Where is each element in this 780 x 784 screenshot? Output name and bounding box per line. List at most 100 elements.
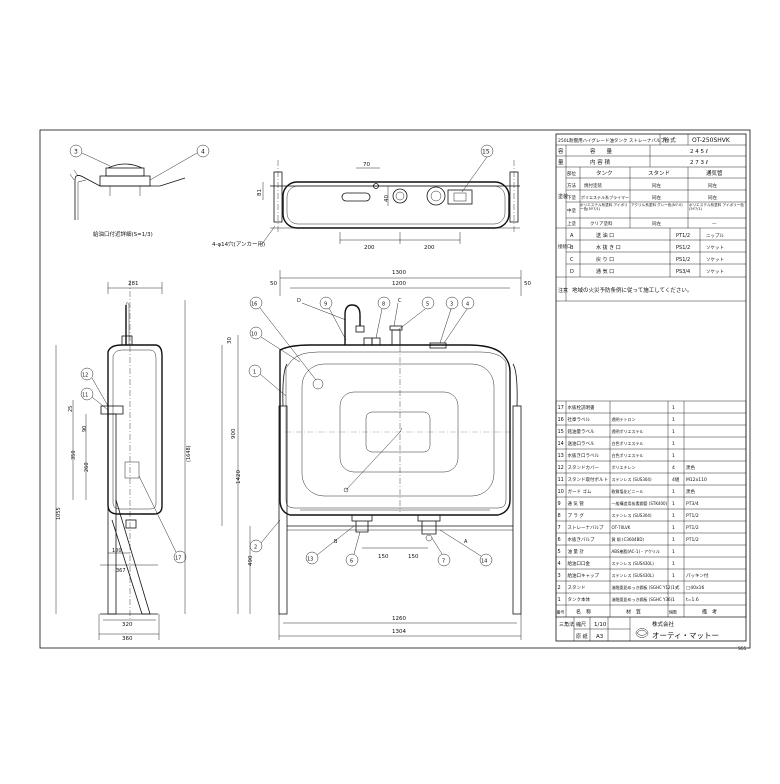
front-view: 1300 1200 50 50 30 900 1420 490 150 150 …	[221, 270, 531, 640]
part-row-material: ステンレス (SUS430L)	[612, 560, 655, 566]
svg-text:260: 260	[84, 462, 90, 472]
part-row-name: 通 気 管	[568, 500, 585, 507]
part-row-no: 3	[558, 573, 561, 579]
part-row-qty: 1	[672, 417, 675, 423]
svg-text:16: 16	[251, 302, 257, 308]
inner-volume-value: 2 7 3 ℓ	[690, 160, 708, 166]
part-row-material: ステンレス (SUS430L)	[612, 572, 655, 578]
part-row-material: 透明テトロン	[612, 416, 636, 422]
part-row-note: PT1/2	[686, 537, 699, 543]
parts-header-name: 名 称	[576, 609, 591, 616]
part-row-name: タンク本体	[568, 596, 591, 603]
filler-detail-caption: 給油口付近詳細(S=1/3)	[93, 230, 153, 238]
part-row-qty: 1	[672, 549, 675, 555]
svg-text:4: 4	[466, 302, 469, 308]
part-row-name: プ ラ グ	[568, 512, 585, 519]
part-row-qty: 4	[672, 465, 675, 471]
svg-text:100: 100	[112, 548, 122, 554]
part-row-no: 5	[558, 549, 561, 555]
balloon-3-detail	[69, 144, 83, 158]
filler-detail-view: 3 4 給油口付近詳細(S=1/3)	[69, 144, 210, 238]
svg-text:8: 8	[382, 302, 385, 308]
front-balloons: 16 10 1 9 8 5 3 4 13 6 7 14 2	[248, 296, 493, 567]
svg-text:同左: 同左	[652, 194, 661, 201]
sheet-border	[39, 129, 751, 649]
svg-text:同左: 同左	[652, 220, 661, 227]
part-row-note: PT3/4	[686, 501, 699, 507]
part-row-name: スタンド	[568, 584, 586, 591]
part-row-qty: 1	[672, 429, 675, 435]
part-row-no: 15	[558, 429, 564, 435]
company-label: 株式会社	[652, 620, 675, 628]
svg-text:150: 150	[378, 554, 389, 560]
part-row-no: 13	[558, 453, 564, 459]
part-row-qty: 1	[672, 405, 675, 411]
part-row-name: 社章ラベル	[568, 416, 591, 423]
model-label: 形 式	[663, 136, 676, 144]
part-row-note: M12x110	[686, 477, 707, 483]
scale-value: 1/10	[594, 622, 607, 628]
svg-text:A: A	[464, 539, 468, 545]
part-row-material: 一般構造用炭素鋼管 (STK400)	[612, 500, 668, 506]
part-row-no: 9	[558, 501, 561, 507]
part-row-name: 油 量 計	[568, 548, 585, 555]
svg-text:150: 150	[408, 554, 419, 560]
part-row-name: 送油口ラベル	[568, 440, 595, 447]
svg-text:1260: 1260	[392, 616, 406, 622]
svg-text:281: 281	[128, 281, 139, 287]
part-row-qty: 1	[672, 441, 675, 447]
finish-side-label: 塗装	[558, 193, 568, 200]
part-row-no: 1	[558, 597, 561, 603]
part-row-name: ストレーナバルブ	[568, 524, 604, 531]
svg-text:7: 7	[442, 559, 445, 565]
parts-header-note: 備 考	[702, 609, 717, 616]
note-text: 地域の火災予防条例に従って施工してください。	[572, 286, 692, 294]
svg-text:4: 4	[201, 149, 205, 156]
svg-text:2: 2	[254, 545, 257, 551]
part-row-material: 黄 銅 (C3604BD)	[612, 536, 645, 542]
svg-text:同左: 同左	[708, 182, 717, 189]
svg-text:ポリエステル系プライマー: ポリエステル系プライマー	[581, 194, 629, 200]
part-row-material: 透明ポリエステル	[612, 428, 644, 434]
part-row-note: t=1.6	[686, 597, 699, 603]
svg-text:同左: 同左	[652, 182, 661, 189]
model-value: OT-250SHVK	[692, 137, 731, 144]
svg-text:ソケット: ソケット	[706, 268, 724, 275]
svg-text:PS1/2: PS1/2	[676, 245, 690, 251]
part-row-note: PT1/2	[686, 525, 699, 531]
anchor-hole-label: 4-φ14穴(アンカー用)	[212, 240, 265, 248]
svg-text:送 油 口: 送 油 口	[596, 232, 614, 239]
projection-label: 三角法	[559, 621, 574, 628]
svg-text:1300: 1300	[392, 270, 406, 276]
svg-text:同左: 同左	[708, 194, 717, 201]
part-row-note: 黒色	[686, 464, 695, 471]
part-row-qty: 1式	[672, 584, 680, 591]
parts-header-material: 材 質	[626, 609, 641, 616]
part-row-material: ポリエチレン	[612, 464, 636, 470]
part-row-no: 7	[558, 525, 561, 531]
svg-text:320: 320	[122, 622, 133, 628]
capacity-value: 2 4 5 ℓ	[690, 149, 708, 155]
svg-text:50: 50	[524, 281, 531, 287]
svg-text:ニップル: ニップル	[706, 233, 724, 239]
part-row-name: 水抜きバルブ	[568, 536, 595, 543]
original-label: 原 紙	[576, 633, 588, 640]
part-row-no: 8	[558, 513, 561, 519]
svg-text:6: 6	[350, 559, 353, 565]
svg-text:A: A	[570, 233, 574, 239]
side-view: 281 25 90 350 260 (1648) 1055 100 367 32…	[55, 280, 192, 642]
svg-text:9: 9	[324, 302, 327, 308]
svg-text:容: 容	[558, 147, 564, 155]
svg-text:クリア塗料: クリア塗料	[590, 220, 613, 227]
svg-text:11: 11	[82, 393, 88, 399]
svg-text:1304: 1304	[392, 629, 406, 635]
drawing-title: 250L耐震用ハイグレード油タンク ストレーナバルブ付	[558, 137, 670, 144]
part-row-no: 14	[558, 441, 564, 447]
part-row-qty: 1	[672, 561, 675, 567]
svg-text:方法: 方法	[567, 182, 576, 189]
original-value: A3	[596, 634, 604, 640]
part-row-qty: 1	[672, 573, 675, 579]
part-row-material: 軟質塩化ビニール	[612, 488, 644, 494]
